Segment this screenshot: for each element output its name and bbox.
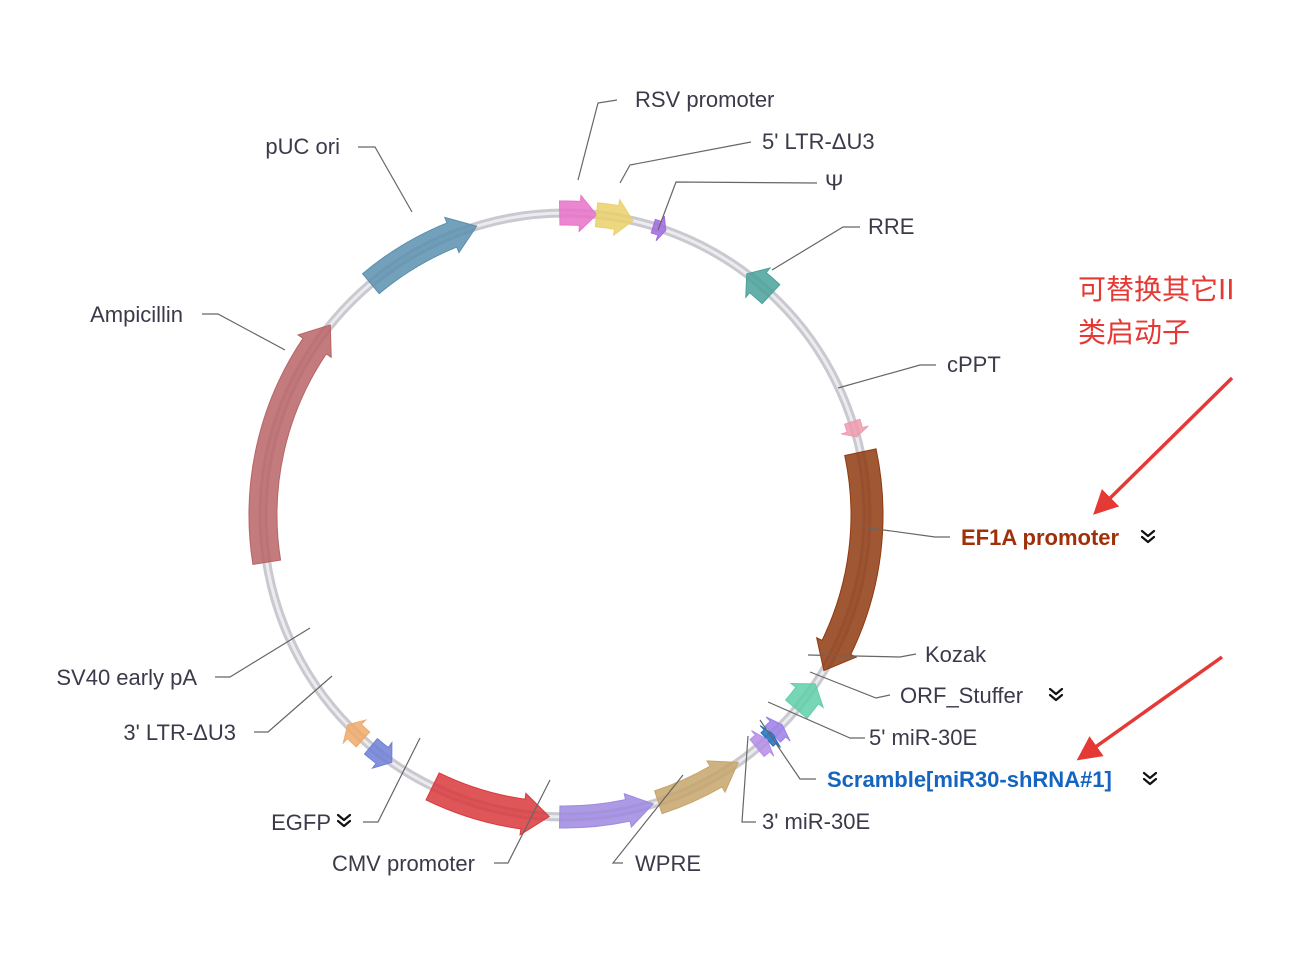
expand-ef1a-icon[interactable] <box>1140 529 1156 544</box>
feature-cmv-promoter[interactable] <box>559 793 655 829</box>
feature-wpre[interactable] <box>653 760 739 815</box>
feature-ef1a-promoter[interactable] <box>815 448 884 672</box>
label-ampicillin: Ampicillin <box>90 302 183 327</box>
annotation-line-1: 可替换其它II <box>1078 273 1235 306</box>
annotation-line-2: 类启动子 <box>1078 316 1190 349</box>
label-rre: RRE <box>868 214 914 239</box>
annotation-arrow-ef1a <box>1093 376 1234 515</box>
leader-lines <box>202 99 950 864</box>
label-3-ltr: 3' LTR-ΔU3 <box>123 720 236 745</box>
feature-ampicillin[interactable] <box>248 324 332 566</box>
feature-egfp[interactable] <box>425 772 550 836</box>
label-wpre: WPRE <box>635 851 701 876</box>
expand-scramble-icon[interactable] <box>1142 771 1158 786</box>
feature-5-ltr[interactable] <box>594 198 634 237</box>
label-puc-ori: pUC ori <box>265 134 340 159</box>
expand-egfp-icon[interactable] <box>336 813 352 828</box>
label-cppt: cPPT <box>947 352 1001 377</box>
expand-orf-icon[interactable] <box>1048 687 1064 702</box>
label-3-mir30e: 3' miR-30E <box>762 809 870 834</box>
feature-rre[interactable] <box>745 267 781 305</box>
feature-3-ltr[interactable] <box>363 737 393 770</box>
label-egfp[interactable]: EGFP <box>271 810 331 835</box>
label-scramble[interactable]: Scramble[miR30-shRNA#1] <box>827 767 1112 792</box>
label-5-ltr: 5' LTR-ΔU3 <box>762 129 875 154</box>
label-cmv-promoter: CMV promoter <box>332 851 475 876</box>
label-kozak: Kozak <box>925 642 987 667</box>
annotation-arrow-scramble <box>1076 655 1224 761</box>
feature-puc-ori[interactable] <box>361 216 478 295</box>
label-ef1a-promoter[interactable]: EF1A promoter <box>961 525 1120 550</box>
feature-cppt[interactable] <box>841 418 869 438</box>
label-sv40: SV40 early pA <box>56 665 197 690</box>
label-5-mir30e: 5' miR-30E <box>869 725 977 750</box>
feature-3-mir30e[interactable] <box>749 730 775 758</box>
feature-sv40-pa[interactable] <box>342 719 371 748</box>
label-psi: Ψ <box>825 170 843 195</box>
label-orf-stuffer[interactable]: ORF_Stuffer <box>900 683 1023 708</box>
feature-kozak[interactable] <box>784 683 825 719</box>
feature-rsv-promoter[interactable] <box>559 194 598 233</box>
label-rsv-promoter: RSV promoter <box>635 87 774 112</box>
